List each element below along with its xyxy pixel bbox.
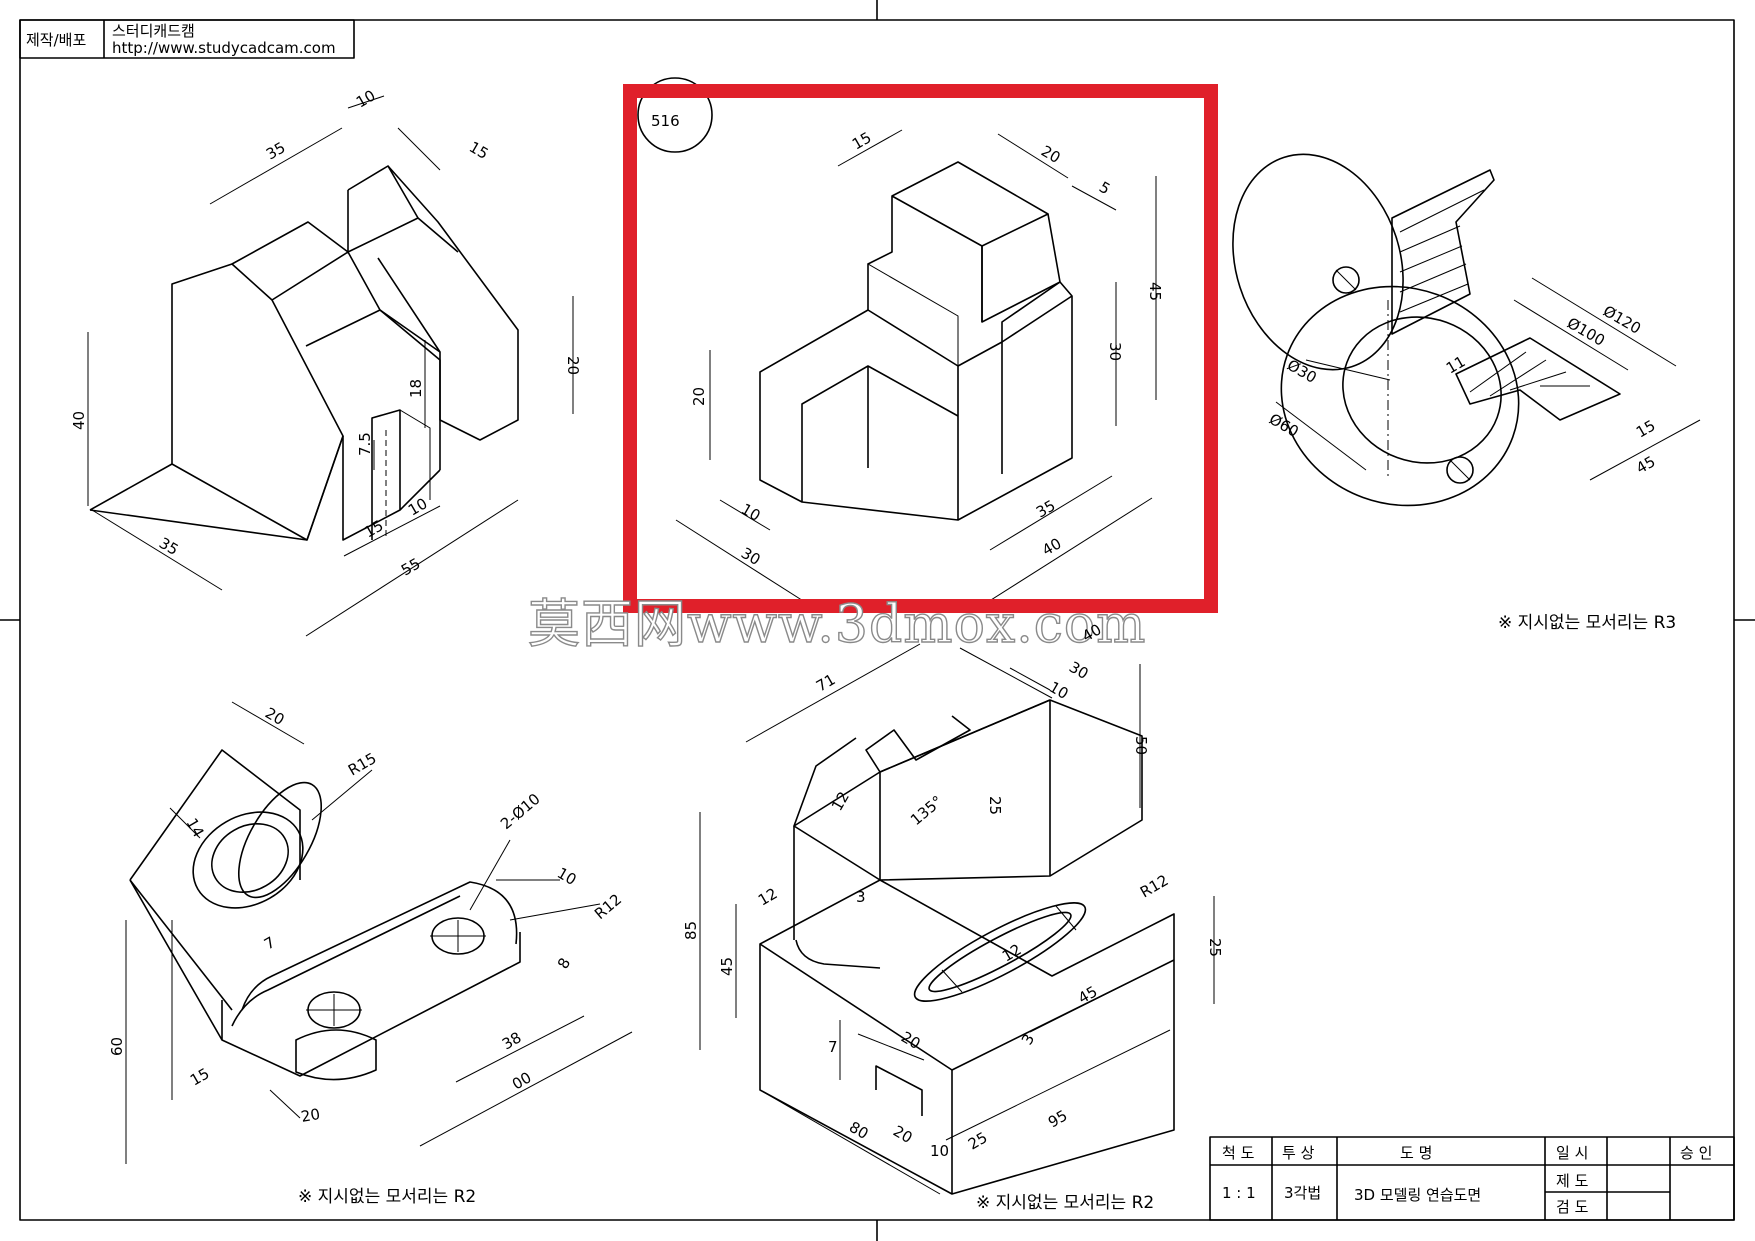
fig5-dim-3-top: 3: [856, 888, 866, 906]
fig5-dim-45-slot: 45: [1075, 982, 1101, 1007]
figure-2-highlighted: 516 15 20 5 45 30 20 10 35 30 40: [637, 77, 1164, 613]
fig4-dim-15: 15: [187, 1064, 213, 1089]
fig5-dim-30: 30: [1066, 658, 1092, 683]
fig3-dim-45: 45: [1633, 452, 1659, 477]
tb-title-value: 3D 모델링 연습도면: [1354, 1186, 1481, 1204]
header-publisher: 스터디캐드캠: [112, 22, 195, 40]
fig5-note: ※ 지시없는 모서리는 R2: [976, 1193, 1154, 1213]
header-url: http://www.studycadcam.com: [112, 39, 336, 57]
fig1-dim-18: 18: [407, 379, 425, 398]
fig3-dim-dia60: Ø60: [1266, 410, 1302, 441]
drawing-number: 516: [651, 112, 680, 130]
fig2-dim-15: 15: [849, 128, 875, 153]
fig5-dim-25-bottom: 25: [965, 1128, 991, 1153]
fig5-dim-r12: R12: [1137, 871, 1172, 901]
fig4-dim-20-bottom: 20: [300, 1105, 322, 1126]
tb-title-header: 도 명: [1400, 1144, 1432, 1162]
tb-date-header: 일 시: [1556, 1144, 1588, 1162]
fig5-dim-12-slot: 12: [999, 940, 1025, 965]
fig4-dim-7: 7: [261, 933, 278, 953]
fig2-dim-30-vert: 30: [1106, 342, 1124, 361]
fig4-dim-60: 60: [108, 1037, 126, 1056]
figure-3-section-view: Ø120 Ø100 Ø30 Ø60 15 45 11 ※ 지시없는 모서리는 R…: [1232, 153, 1701, 633]
tb-scale-header: 척 도: [1222, 1144, 1255, 1162]
fig5-dim-25-right: 25: [1206, 938, 1224, 957]
highlight-box: [623, 84, 1218, 613]
fig5-dim-45-side: 45: [718, 957, 736, 976]
fig4-dim-r15: R15: [345, 749, 380, 779]
fig4-dim-10: 10: [554, 864, 580, 889]
tb-projection-header: 투 상: [1282, 1144, 1315, 1162]
fig2-dim-30-bottom: 30: [738, 544, 764, 569]
fig1-dim-10-small: 10: [405, 494, 431, 519]
watermark: 莫西网www.3dmox.com: [528, 595, 1146, 655]
figure-5-vee-block: 40 71 30 10 50 12 25 135° 85 12 45 3 R12…: [682, 620, 1224, 1213]
fig1-dim-40: 40: [70, 411, 88, 430]
fig1-dim-35-bottom: 35: [156, 534, 182, 559]
fig1-dim-55: 55: [398, 554, 424, 579]
fig1-dim-15: 15: [466, 138, 492, 163]
drawing-number-circle: [637, 77, 713, 153]
fig5-dim-135: 135°: [907, 792, 946, 829]
tb-scale-value: 1 : 1: [1222, 1184, 1256, 1202]
fig1-dim-20: 20: [564, 356, 582, 375]
fig1-dim-7-5: 7.5: [356, 432, 374, 456]
fig3-dim-11: 11: [1443, 352, 1469, 377]
tb-checked-label: 검 도: [1556, 1198, 1589, 1216]
fig3-dim-dia30: Ø30: [1284, 356, 1320, 387]
header-box: 제작/배포 스터디캐드캠 http://www.studycadcam.com: [19, 19, 355, 59]
fig2-dim-10: 10: [738, 500, 764, 525]
header-left-label: 제작/배포: [26, 31, 86, 49]
fig2-dim-20-top: 20: [1038, 142, 1064, 167]
fig5-dim-3-bottom: 3: [1018, 1031, 1038, 1048]
fig3-dim-15: 15: [1633, 416, 1659, 441]
fig5-dim-12-vee: 12: [828, 788, 853, 814]
fig5-dim-20-bottom: 20: [890, 1122, 916, 1147]
fig2-dim-35: 35: [1033, 496, 1059, 521]
fig2-dim-5: 5: [1096, 178, 1113, 198]
fig4-dim-8: 8: [554, 955, 574, 972]
fig4-dim-38: 38: [499, 1028, 525, 1053]
fig1-dim-10: 10: [353, 86, 379, 111]
fig4-dim-r12: R12: [591, 890, 625, 923]
fig5-dim-10-bottom: 10: [930, 1142, 949, 1160]
tb-drafted-label: 제 도: [1556, 1172, 1589, 1190]
fig5-dim-95: 95: [1045, 1106, 1071, 1131]
title-block: 척 도 투 상 도 명 일 시 승 인 1 : 1 3각법 3D 모델링 연습도…: [1209, 1136, 1735, 1221]
fig2-dim-20-left: 20: [690, 387, 708, 406]
fig1-dim-15-small: 15: [361, 516, 387, 541]
figure-4-bracket: 20 R15 14 2-Ø10 10 R12 7 8 38 60 15 20 0…: [108, 701, 633, 1207]
figure-1-stepped-block: 10 35 15 40 35 20 18 7.5 15 10 55: [70, 86, 582, 637]
fig5-dim-12-side: 12: [755, 884, 781, 909]
fig5-dim-85: 85: [682, 921, 700, 940]
fig5-dim-50: 50: [1132, 736, 1150, 755]
fig4-dim-00: 00: [509, 1068, 535, 1093]
fig1-dim-35-top: 35: [263, 138, 289, 163]
tb-projection-value: 3각법: [1284, 1184, 1321, 1202]
fig4-dim-20-top: 20: [262, 704, 288, 729]
fig4-dim-2-dia10: 2-Ø10: [497, 790, 544, 833]
fig5-dim-7: 7: [828, 1038, 838, 1056]
fig4-note: ※ 지시없는 모서리는 R2: [298, 1187, 476, 1207]
tb-approval-header: 승 인: [1680, 1144, 1712, 1162]
fig4-dim-14: 14: [183, 815, 208, 841]
fig3-note: ※ 지시없는 모서리는 R3: [1498, 613, 1676, 633]
fig2-dim-45: 45: [1146, 282, 1164, 301]
fig5-dim-25-vee: 25: [986, 796, 1004, 815]
